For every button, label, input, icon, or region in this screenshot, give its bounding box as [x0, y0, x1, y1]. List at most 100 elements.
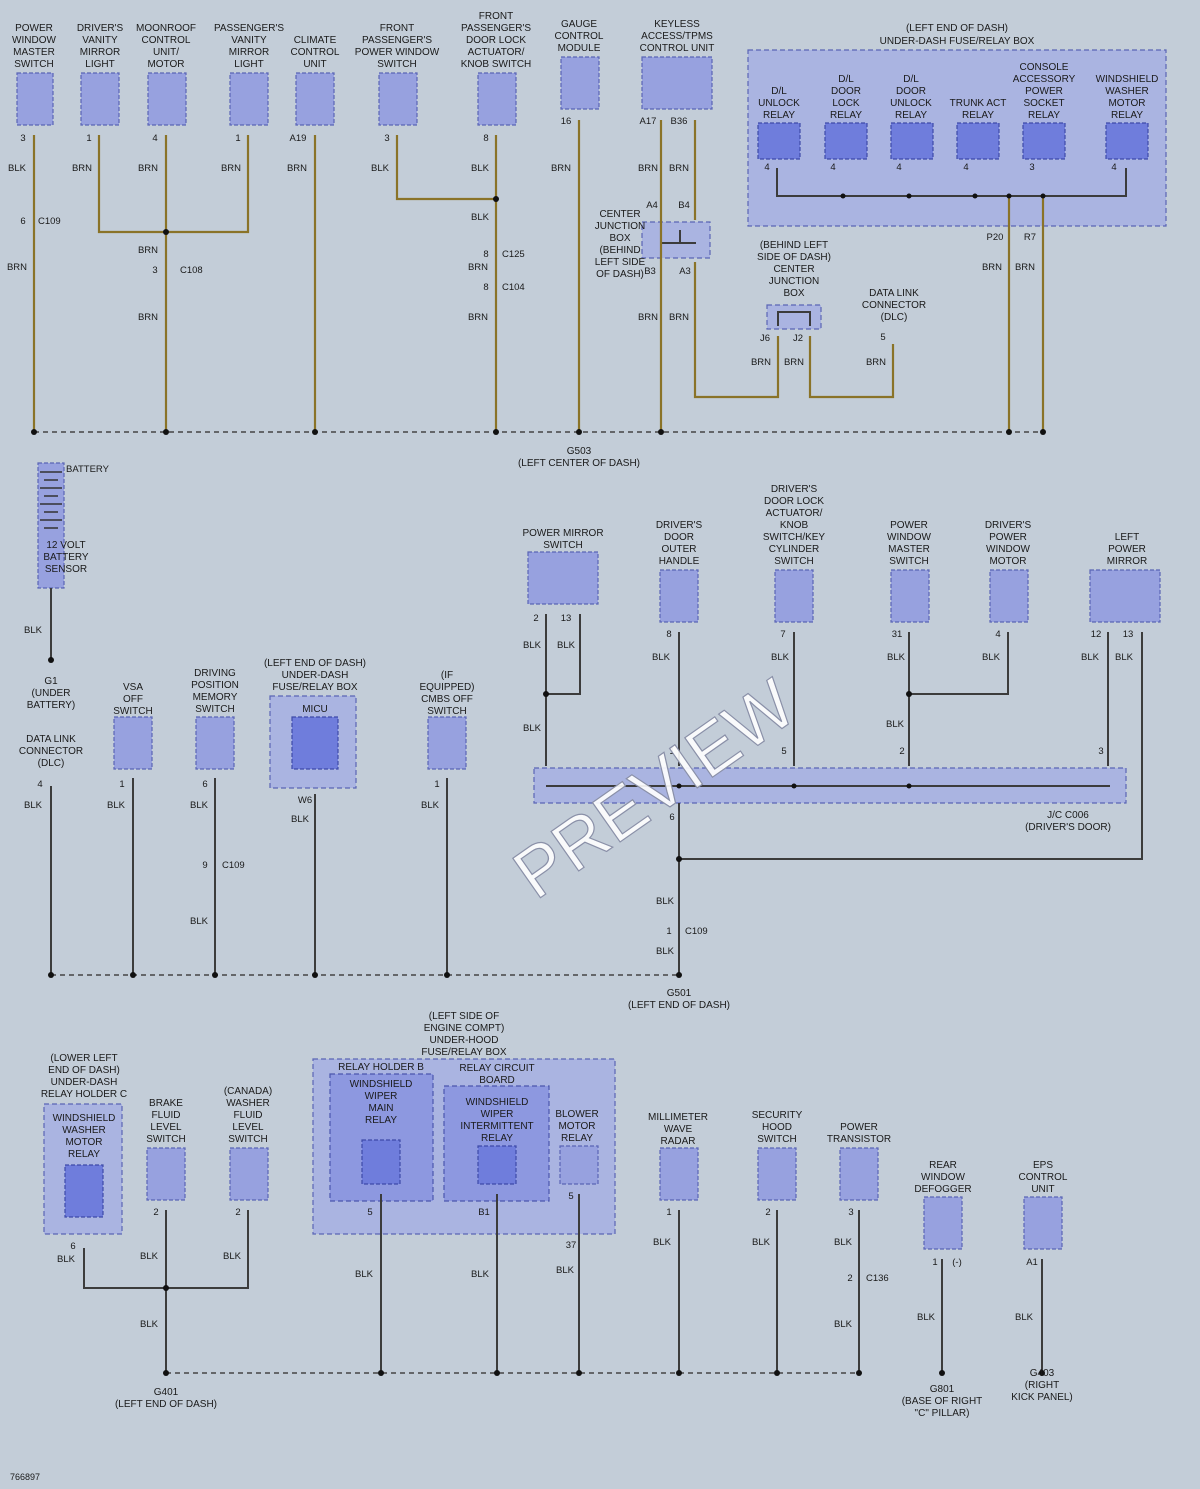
- under-hood-title-line-2: UNDER-HOOD: [430, 1035, 499, 1046]
- s3-wc-blk-9: BLK: [834, 1237, 853, 1248]
- dl-unlock-relay: [757, 122, 801, 160]
- s3-comp-2-line-0: MILLIMETER: [648, 1112, 708, 1123]
- power-mirror-switch: [527, 551, 599, 605]
- s1-pin-9: B36: [671, 116, 688, 127]
- s1-relay-5-line-1: WASHER: [1105, 86, 1149, 97]
- s1-pin-21: R7: [1024, 232, 1036, 243]
- s2-comp-9-line-2: WINDOW: [986, 544, 1030, 555]
- s1-comp-4-line-2: UNIT: [303, 59, 326, 70]
- drivers-door-outer-handle: [659, 569, 699, 623]
- s2-wc-blk-17: BLK: [656, 896, 675, 907]
- dlc-label-line-0: DATA LINK: [869, 288, 919, 299]
- under-hood-title-line-1: ENGINE COMPT): [424, 1023, 505, 1034]
- g403-label-line-0: G403: [1030, 1368, 1055, 1379]
- s3-wc-blk-2: BLK: [223, 1251, 242, 1262]
- s1-wc-blk-3: BLK: [471, 212, 490, 223]
- left-power-mirror: [1089, 569, 1161, 623]
- dl-door-lock-relay: [824, 122, 868, 160]
- s3-comp-6-line-1: CONTROL: [1019, 1172, 1068, 1183]
- s1-relay-5-line-3: RELAY: [1111, 110, 1143, 121]
- s1-wc-brn-16: BRN: [866, 357, 886, 368]
- s2-pin-14: 5: [781, 746, 786, 757]
- power-window-master-switch: [16, 72, 54, 126]
- behind-jb-label-line-0: (BEHIND LEFT: [760, 240, 828, 251]
- s1-pin-3: 1: [235, 133, 240, 144]
- center-jb-label-line-5: OF DASH): [596, 269, 644, 280]
- s2-pin-4: 1: [434, 779, 439, 790]
- s3-wc-blk-3: BLK: [140, 1319, 159, 1330]
- s3-comp-5-line-1: WINDOW: [921, 1172, 965, 1183]
- s2-comp-9-line-3: MOTOR: [989, 556, 1026, 567]
- s1-relay-4-line-1: ACCESSORY: [1013, 74, 1076, 85]
- s1-conn-0: C109: [38, 216, 61, 227]
- windshield-washer-motor-relay: [1105, 122, 1149, 160]
- s3-pin-8: 2: [765, 1207, 770, 1218]
- s3-wc-blk-12: BLK: [1015, 1312, 1034, 1323]
- behind-jb-label-line-1: SIDE OF DASH): [757, 252, 831, 263]
- relay-holder-c-label-line-0: (LOWER LEFT: [50, 1053, 117, 1064]
- s2-comp-7-line-2: ACTUATOR/: [766, 508, 823, 519]
- washer-fluid-level-switch: [229, 1147, 269, 1201]
- g501-label-line-0: G501: [667, 988, 692, 999]
- s1-pin-10: 4: [764, 162, 769, 173]
- s1-pin-14: 3: [1029, 162, 1034, 173]
- s1-pin-8: A17: [640, 116, 657, 127]
- s1-comp-5-line-3: SWITCH: [377, 59, 416, 70]
- s3-comp-5-line-2: DEFOGGER: [914, 1184, 971, 1195]
- s2-comp-8-line-2: MASTER: [888, 544, 930, 555]
- s3-wc-blk-1: BLK: [140, 1251, 159, 1262]
- s3-pin-1: 2: [153, 1207, 158, 1218]
- s3-comp-6-line-0: EPS: [1033, 1160, 1053, 1171]
- s3-comp-3-line-0: SECURITY: [752, 1110, 803, 1121]
- section-1: (LEFT END OF DASH) UNDER-DASH FUSE/RELAY…: [16, 23, 1167, 435]
- s3-comp-2-line-2: RADAR: [660, 1136, 695, 1147]
- s3-comp-1-line-2: FLUID: [234, 1110, 263, 1121]
- s1-relay-0-line-0: D/L: [771, 86, 787, 97]
- s1-wc-brn-17: BRN: [982, 262, 1002, 273]
- s1-comp-1-line-1: VANITY: [82, 35, 118, 46]
- s2-pin-1: 1: [119, 779, 124, 790]
- s1-wc-brn-7: BRN: [669, 163, 689, 174]
- s1-comp-4-line-0: CLIMATE: [294, 35, 337, 46]
- s2-comp-1-line-1: OFF: [123, 694, 143, 705]
- s3-conn-0: C136: [866, 1273, 889, 1284]
- s1-connpin-0: 6: [20, 216, 25, 227]
- g1-label-line-1: (UNDER: [32, 688, 71, 699]
- s2-wc-blk-11: BLK: [771, 652, 790, 663]
- circuit-board-label-line-0: RELAY CIRCUIT: [459, 1063, 534, 1074]
- s1-wc-brn-2: BRN: [138, 163, 158, 174]
- s1-wc-brn-18: BRN: [1015, 262, 1035, 273]
- s1-wc-brn-1: BRN: [72, 163, 92, 174]
- s2-comp-7-line-4: SWITCH/KEY: [763, 532, 826, 543]
- s2-comp-7-line-5: CYLINDER: [769, 544, 820, 555]
- s1-comp-7-line-2: MODULE: [558, 43, 601, 54]
- s1-comp-1-line-0: DRIVER'S: [77, 23, 124, 34]
- s2-wc-blk-15: BLK: [1115, 652, 1134, 663]
- s1-wc-blk-2: BLK: [471, 163, 490, 174]
- s1-comp-8-line-0: KEYLESS: [654, 19, 700, 30]
- relay-holder-c-label-line-1: END OF DASH): [48, 1065, 120, 1076]
- s1-comp-2-line-2: UNIT/: [153, 47, 179, 58]
- blower-label-line-2: RELAY: [561, 1133, 593, 1144]
- s1-comp-1-line-3: LIGHT: [85, 59, 114, 70]
- cmbs-off-switch: [427, 716, 467, 770]
- s1-pin-4: A19: [290, 133, 307, 144]
- s1-relay-1-line-1: DOOR: [831, 86, 861, 97]
- relay-holder-c-label-line-3: RELAY HOLDER C: [41, 1089, 127, 1100]
- s2-comp-2-line-1: POSITION: [191, 680, 239, 691]
- s1-comp-8-line-2: CONTROL UNIT: [640, 43, 715, 54]
- s2-comp-8-line-1: WINDOW: [887, 532, 931, 543]
- behind-jb-label-line-2: CENTER: [773, 264, 814, 275]
- s3-pin-12: A1: [1026, 1257, 1038, 1268]
- s1-pin-19: A3: [679, 266, 691, 277]
- windshield-wiper-main-relay: [361, 1139, 401, 1185]
- s2-comp-5-line-0: POWER MIRROR: [522, 528, 603, 539]
- s2-wc-blk-5: BLK: [421, 800, 440, 811]
- s2-wc-blk-2: BLK: [107, 800, 126, 811]
- s2-wc-blk-0: BLK: [24, 625, 43, 636]
- s2-comp-1-line-2: SWITCH: [113, 706, 152, 717]
- washer-relay-c-label-line-1: WASHER: [62, 1125, 106, 1136]
- s2-pin-9: 31: [892, 629, 903, 640]
- s2-comp-10-line-1: POWER: [1108, 544, 1146, 555]
